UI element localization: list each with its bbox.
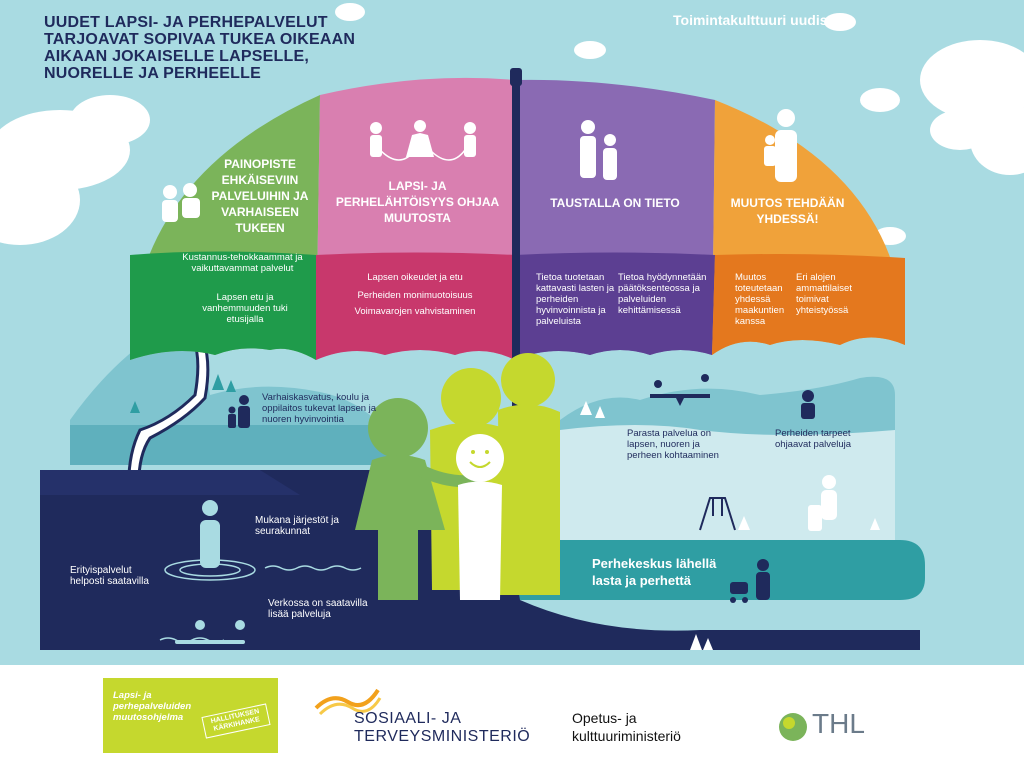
label-family-needs: Perheiden tarpeet ohjaavat palveluja	[775, 428, 852, 450]
swimmers	[175, 620, 245, 644]
swing-set	[699, 497, 736, 531]
umbrella-canopy	[130, 77, 905, 360]
label-special-services: Erityispalvelut helposti saatavilla	[70, 565, 149, 587]
pink-item-2: Perheiden monimuotoisuus	[357, 290, 473, 301]
mother-head	[368, 398, 428, 458]
label-early-education: Varhaiskasvatus, koulu ja oppilaitos tuk…	[262, 392, 377, 425]
green-heading: PAINOPISTE EHKÄISEVIIN PALVELUIHIN JA VA…	[211, 157, 309, 235]
stm-line-2: TERVEYSMINISTERIÖ	[354, 728, 531, 745]
purple-heading: TAUSTALLA ON TIETO	[550, 196, 680, 210]
programme-name: Lapsi- ja perhepalveluiden muutosohjelma	[113, 690, 192, 723]
thl-wordmark: THL	[812, 708, 865, 739]
scene-icons	[228, 374, 815, 603]
umbrella-pole	[512, 85, 520, 545]
teen-head	[501, 353, 555, 407]
page-title: UUDET LAPSI- JA PERHEPALVELUT TARJOAVAT …	[44, 14, 356, 82]
teen-body	[498, 404, 560, 595]
father-head	[441, 368, 501, 428]
mother-legs	[378, 528, 418, 600]
band-pink	[316, 252, 515, 360]
band-purple	[515, 252, 715, 360]
thl-globe-icon	[779, 713, 807, 741]
programme-logo: Lapsi- ja perhepalveluiden muutosohjelma…	[103, 678, 278, 753]
ground-left-slope	[40, 470, 300, 495]
tagline: Toimintakulttuuri uudistuu	[673, 12, 850, 28]
family-figures	[355, 353, 560, 600]
left-plateau	[70, 425, 400, 465]
pink-item-3: Voimavarojen vahvistaminen	[354, 306, 476, 317]
okm-logo: Opetus- ja kulttuuriministeriö	[572, 710, 712, 750]
government-stamp: HALLITUKSEN KÄRKIHANKE	[201, 703, 271, 739]
trees	[580, 401, 880, 650]
stm-line-1: SOSIAALI- JA	[354, 710, 462, 727]
child-smile	[469, 461, 491, 468]
pink-heading: LAPSI- JA PERHELÄHTÖISYYS OHJAA MUUTOSTA	[335, 179, 500, 225]
okm-line-2: kulttuuriministeriö	[572, 728, 681, 744]
thl-logo: THL	[776, 706, 886, 746]
purple-item-1: Tietoa tuotetaan kattavasti lasten ja pe…	[536, 272, 615, 327]
umbrella-top	[510, 68, 522, 86]
child-body	[458, 481, 502, 600]
green-item-2: Lapsen etu ja vanhemmuuden tuki etusijal…	[202, 292, 288, 325]
orange-heading: MUUTOS TEHDÄÄN YHDESSÄ!	[730, 196, 845, 226]
stm-logo: SOSIAALI- JA TERVEYSMINISTERIÖ	[308, 682, 530, 752]
right-light-field	[520, 425, 895, 545]
segment-pictograms	[162, 109, 797, 222]
band-orange	[712, 254, 905, 355]
purple-item-2: Tietoa hyödynnetään päätöksenteossa ja p…	[618, 272, 707, 316]
label-family-center: Perhekeskus lähellä lasta ja perhettä	[592, 556, 717, 588]
pink-item-1: Lapsen oikeudet ja etu	[367, 272, 463, 283]
teal-path	[510, 540, 925, 600]
child-head	[456, 434, 504, 482]
label-organizations: Mukana järjestöt ja seurakunnat	[255, 515, 339, 537]
green-item-1: Kustannus-tehokkaammat ja vaikuttavammat…	[182, 252, 303, 274]
stm-wave-icon	[314, 688, 382, 716]
label-best-service: Parasta palvelua on lapsen, nuoren ja pe…	[627, 428, 719, 461]
band-green	[130, 251, 316, 360]
teal-trees	[130, 374, 236, 413]
orange-item-2: Eri alojen ammattilaiset toimivat yhteis…	[796, 272, 852, 316]
orange-item-1: Muutos toteutetaan yhdessä maakuntien ka…	[735, 272, 785, 327]
label-online: Verkossa on saatavilla lisää palveluja	[268, 598, 368, 620]
okm-line-1: Opetus- ja	[572, 710, 637, 726]
white-icons	[200, 475, 837, 568]
